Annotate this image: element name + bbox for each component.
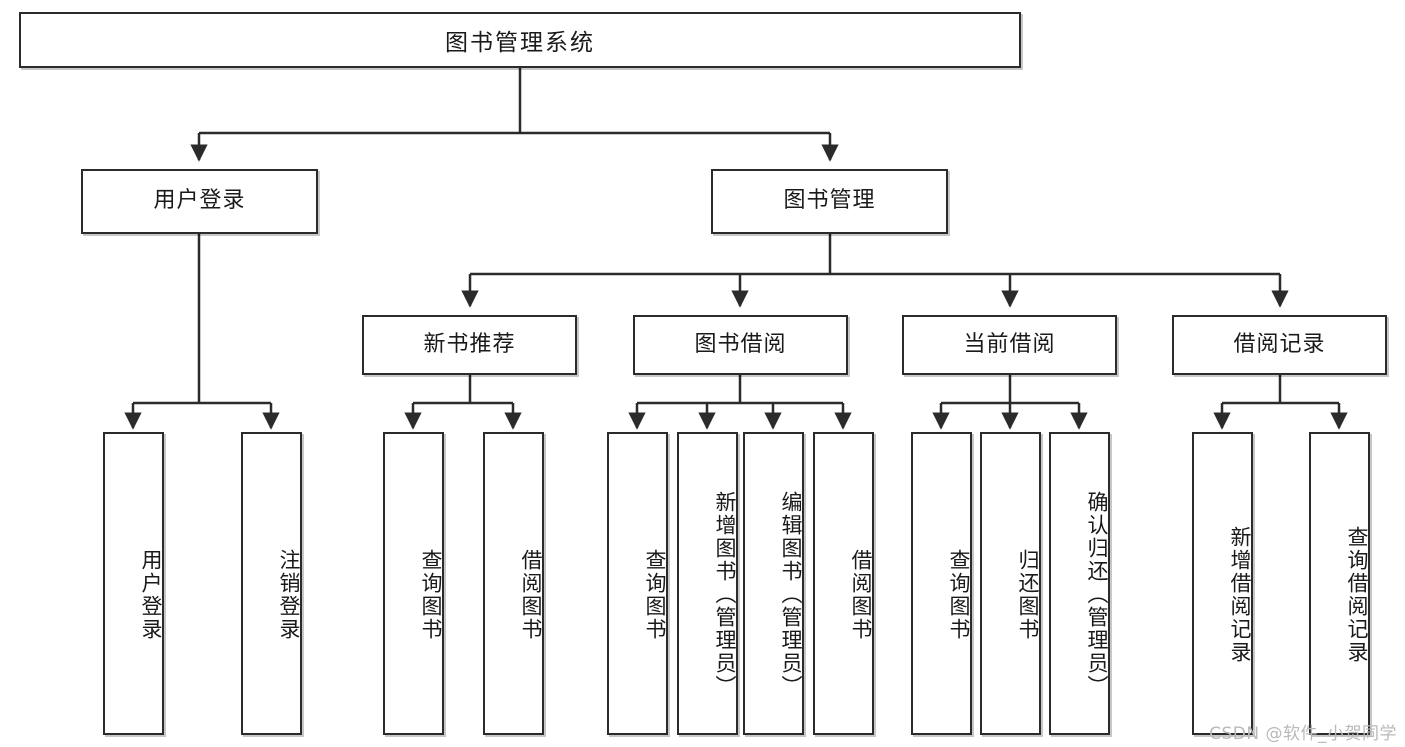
node-user-login[interactable]: 用户登录 (81, 169, 318, 234)
leaf-current-confirm-return-admin[interactable]: 确认归还（管理员） (1049, 432, 1110, 735)
node-label: 编辑图书（管理员） (779, 491, 803, 698)
node-label: 借阅图书 (849, 548, 873, 641)
leaf-borrow-query-book[interactable]: 查询图书 (607, 432, 668, 735)
node-label: 新增借阅记录 (1228, 525, 1252, 664)
leaf-recommend-query-book[interactable]: 查询图书 (383, 432, 444, 735)
node-book-borrow[interactable]: 图书借阅 (633, 315, 848, 375)
node-label: 借阅图书 (519, 548, 543, 641)
node-label: 注销登录 (277, 548, 301, 641)
leaf-borrow-add-book-admin[interactable]: 新增图书（管理员） (677, 432, 738, 735)
node-label: 新书推荐 (423, 331, 516, 357)
node-new-book-recommend[interactable]: 新书推荐 (362, 315, 577, 375)
node-label: 归还图书 (1016, 548, 1040, 641)
node-borrow-record[interactable]: 借阅记录 (1172, 315, 1387, 375)
csdn-watermark: CSDN @软件_小贺同学 (1209, 724, 1397, 744)
node-label: 图书管理 (783, 188, 876, 214)
node-label: 当前借阅 (963, 331, 1056, 357)
leaf-current-return-book[interactable]: 归还图书 (980, 432, 1041, 735)
leaf-borrow-borrow-book[interactable]: 借阅图书 (813, 432, 874, 735)
leaf-borrow-edit-book-admin[interactable]: 编辑图书（管理员） (743, 432, 804, 735)
node-root-system[interactable]: 图书管理系统 (19, 12, 1021, 68)
leaf-recommend-borrow-book[interactable]: 借阅图书 (483, 432, 544, 735)
leaf-user-login-signin[interactable]: 用户登录 (103, 432, 164, 735)
node-label: 借阅记录 (1233, 331, 1326, 357)
node-label: 确认归还（管理员） (1085, 491, 1109, 698)
node-current-borrow[interactable]: 当前借阅 (902, 315, 1117, 375)
node-book-management[interactable]: 图书管理 (711, 169, 948, 234)
node-label: 图书借阅 (694, 331, 787, 357)
node-label: 用户登录 (139, 548, 163, 641)
node-label: 查询图书 (643, 548, 667, 641)
node-label: 查询图书 (947, 548, 971, 641)
node-label: 新增图书（管理员） (713, 491, 737, 698)
leaf-user-login-signout[interactable]: 注销登录 (241, 432, 302, 735)
node-label: 图书管理系统 (445, 30, 595, 56)
leaf-current-query-book[interactable]: 查询图书 (911, 432, 972, 735)
node-label: 查询图书 (419, 548, 443, 641)
node-label: 查询借阅记录 (1345, 525, 1369, 664)
leaf-record-add-record[interactable]: 新增借阅记录 (1192, 432, 1253, 735)
leaf-record-query-record[interactable]: 查询借阅记录 (1309, 432, 1370, 735)
node-label: 用户登录 (153, 188, 246, 214)
